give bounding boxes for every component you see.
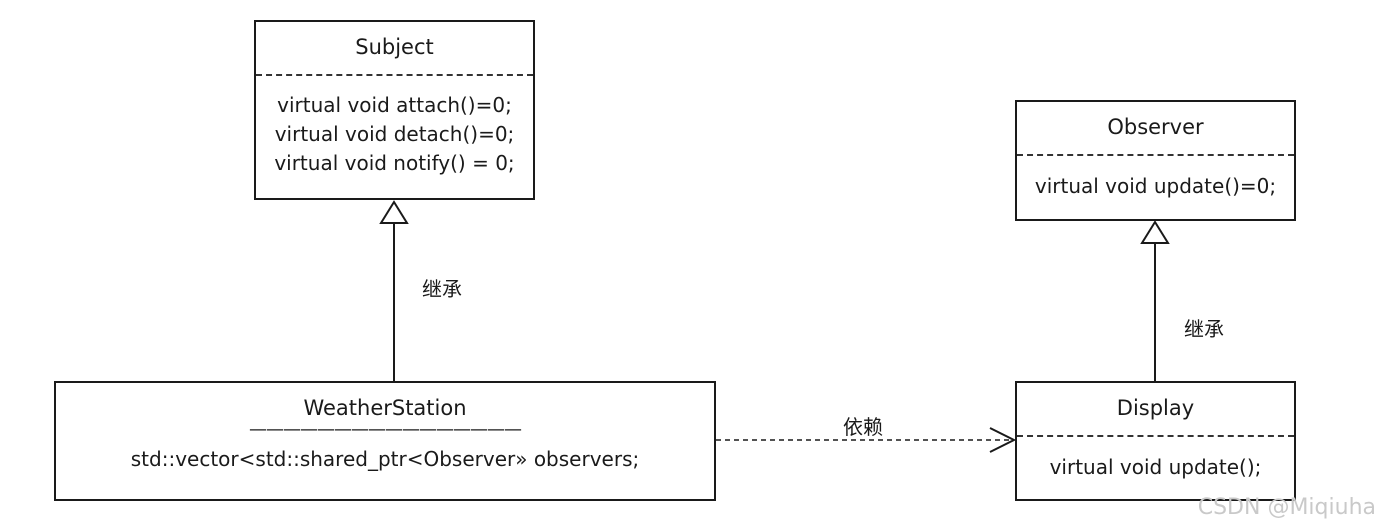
display-methods: virtual void update();: [1017, 453, 1294, 482]
display-method-update: virtual void update();: [1049, 455, 1262, 479]
observer-separator: [1017, 154, 1294, 156]
observer-class: Observer virtual void update()=0;: [1015, 100, 1296, 221]
weatherstation-separator-text: ————————————————: [249, 419, 522, 440]
subject-title: Subject: [355, 35, 434, 59]
subject-methods: virtual void attach()=0; virtual void de…: [256, 91, 533, 178]
subject-separator: [256, 74, 533, 76]
subject-method-detach: virtual void detach()=0;: [274, 122, 515, 146]
dependency-arrowhead: [989, 427, 1017, 453]
subject-method-notify: virtual void notify() = 0;: [274, 151, 515, 175]
weatherstation-field-observers: std::vector<std::shared_ptr<Observer» ob…: [130, 447, 640, 471]
display-class: Display virtual void update();: [1015, 381, 1296, 501]
observer-method-update: virtual void update()=0;: [1034, 174, 1277, 198]
observer-inherit-label: 继承: [1184, 317, 1224, 341]
display-separator: [1017, 435, 1294, 437]
weatherstation-class: WeatherStation ———————————————— std::vec…: [54, 381, 716, 501]
display-inherit-arrowhead: [1140, 220, 1170, 244]
display-title: Display: [1116, 396, 1195, 420]
subject-inherit-label: 继承: [422, 277, 462, 301]
dependency-label: 依赖: [843, 415, 883, 439]
observer-methods: virtual void update()=0;: [1017, 172, 1294, 201]
subject-class: Subject virtual void attach()=0; virtual…: [254, 20, 535, 200]
ws-inherit-arrowhead: [379, 200, 409, 224]
subject-method-attach: virtual void attach()=0;: [277, 93, 512, 117]
observer-title: Observer: [1107, 115, 1204, 139]
watermark-text: CSDN @Miqiuha: [1197, 495, 1376, 520]
weatherstation-title: WeatherStation: [303, 396, 467, 420]
